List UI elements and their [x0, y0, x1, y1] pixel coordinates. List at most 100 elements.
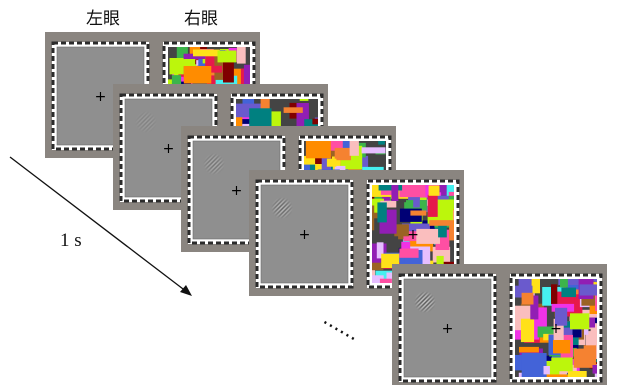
- mondrian-patch: [399, 248, 419, 258]
- mondrian-patch: [520, 318, 535, 343]
- mondrian-patch: [206, 75, 219, 89]
- fixation-cross: +: [231, 183, 243, 199]
- mondrian-patch: [551, 284, 558, 305]
- mondrian-patch: [386, 272, 397, 283]
- mondrian-patch: [449, 220, 454, 241]
- mondrian-patch: [573, 348, 596, 368]
- mondrian-patch: [413, 194, 420, 208]
- grating-stimulus: [135, 111, 157, 133]
- mondrian-patch: [404, 202, 420, 211]
- mondrian-patch: [178, 72, 187, 79]
- mondrian-patch: [372, 263, 376, 283]
- mondrian-patch: [592, 365, 597, 374]
- mondrian-patch: [416, 228, 440, 244]
- mondrian-patch: [260, 99, 270, 115]
- mondrian-patch: [299, 99, 309, 101]
- mondrian-patch: [207, 65, 223, 73]
- mondrian-patch: [554, 327, 582, 338]
- mondrian-patch: [183, 66, 212, 84]
- mondrian-patch: [283, 107, 303, 113]
- mondrian-patch: [243, 64, 250, 86]
- mondrian-patch: [321, 141, 343, 151]
- mondrian-patch: [372, 275, 384, 283]
- mondrian-patch: [410, 210, 427, 216]
- continuation-ellipsis: ......: [320, 306, 365, 346]
- mondrian-patch: [574, 294, 583, 319]
- mondrian-patch: [326, 158, 337, 167]
- mondrian-patch: [401, 241, 411, 251]
- mondrian-patch: [372, 205, 375, 231]
- mondrian-patch: [429, 220, 450, 226]
- mondrian-patch: [518, 279, 532, 289]
- mondrian-patch: [378, 185, 403, 191]
- left-eye-label: 左眼: [86, 9, 120, 29]
- mondrian-patch: [555, 307, 568, 326]
- mondrian-patch: [394, 224, 409, 237]
- mondrian-patch: [236, 47, 246, 64]
- grating-stimulus: [414, 291, 436, 313]
- mondrian-patch: [544, 374, 570, 377]
- mondrian-patch: [553, 340, 571, 354]
- mondrian-patch: [594, 317, 597, 324]
- mondrian-patch: [321, 154, 331, 170]
- grating-stimulus: [271, 197, 293, 219]
- mondrian-patch: [585, 331, 597, 356]
- mondrian-mask: [515, 279, 597, 377]
- mondrian-patch: [312, 118, 318, 125]
- mondrian-patch: [570, 313, 590, 330]
- stimulus-frame-5: ++: [392, 264, 607, 385]
- mondrian-patch: [515, 285, 533, 298]
- fixation-cross-right: +: [407, 227, 419, 243]
- mondrian-patch: [379, 278, 392, 283]
- mondrian-patch: [595, 291, 597, 311]
- mondrian-patch: [438, 220, 447, 238]
- fixation-cross: +: [95, 89, 107, 105]
- mondrian-patch: [452, 210, 454, 229]
- mondrian-patch: [579, 284, 597, 296]
- mondrian-patch: [553, 318, 564, 343]
- mondrian-patch: [334, 147, 351, 161]
- time-label: 1 s: [60, 230, 82, 251]
- mondrian-patch: [530, 295, 539, 320]
- fixation-cross: +: [299, 227, 311, 243]
- mondrian-patch: [537, 326, 560, 338]
- mondrian-patch: [361, 147, 386, 154]
- mondrian-patch: [572, 329, 582, 338]
- mondrian-patch: [380, 200, 397, 208]
- mondrian-patch: [519, 346, 539, 353]
- mondrian-patch: [422, 220, 445, 233]
- mondrian-patch: [567, 371, 587, 377]
- mondrian-patch: [558, 279, 583, 285]
- mondrian-patch: [543, 366, 550, 375]
- mondrian-patch: [378, 141, 385, 145]
- mondrian-patch: [304, 155, 322, 165]
- mondrian-patch: [176, 47, 188, 67]
- mondrian-patch: [217, 50, 237, 63]
- mondrian-patch: [183, 53, 206, 59]
- mondrian-patch: [377, 202, 387, 223]
- mondrian-patch: [428, 185, 440, 196]
- mondrian-patch: [551, 357, 573, 372]
- time-arrow: [9, 156, 192, 296]
- mondrian-patch: [401, 223, 430, 233]
- mondrian-patch: [403, 231, 424, 242]
- mondrian-patch: [372, 262, 384, 271]
- mondrian-patch: [427, 194, 438, 217]
- mondrian-patch: [590, 327, 597, 335]
- mondrian-patch: [249, 108, 272, 129]
- mondrian-patch: [530, 279, 540, 294]
- mondrian-patch: [453, 208, 454, 228]
- mondrian-patch: [521, 353, 547, 377]
- fixation-cross-right: +: [550, 321, 562, 337]
- mondrian-patch: [376, 242, 384, 259]
- grating-stimulus: [203, 153, 225, 175]
- mondrian-patch: [439, 185, 446, 193]
- mondrian-patch: [193, 49, 220, 57]
- mondrian-patch: [349, 141, 359, 156]
- right-eye-label: 右眼: [184, 9, 218, 29]
- mondrian-patch: [399, 185, 426, 198]
- mondrian-patch: [236, 116, 243, 134]
- mondrian-patch: [171, 75, 182, 87]
- mondrian-patch: [223, 61, 234, 83]
